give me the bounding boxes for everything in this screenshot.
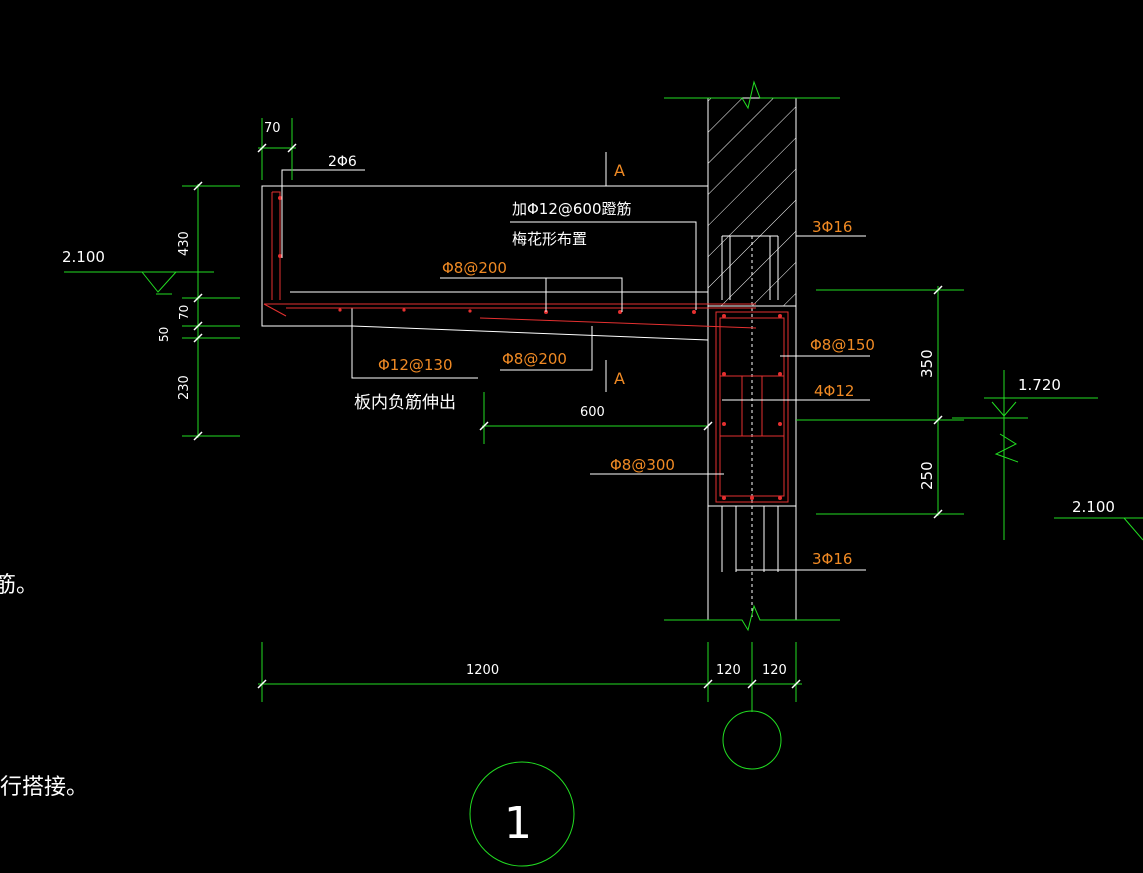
dim-350: 350 <box>918 349 936 378</box>
bar-3phi16-bottom: 3Φ16 <box>812 550 852 568</box>
detail-number: 1 <box>504 798 532 849</box>
leader-lines <box>281 152 870 571</box>
dim-50: 50 <box>157 327 171 342</box>
dim-230: 230 <box>177 375 192 400</box>
dim-120-right: 120 <box>762 663 787 678</box>
rebar-lines <box>263 191 789 503</box>
ring-beam-outline <box>664 236 840 632</box>
stirrup-note-line2: 梅花形布置 <box>512 230 587 248</box>
dimension-lines <box>64 118 1143 712</box>
bar-3phi16-top: 3Φ16 <box>812 218 852 236</box>
dim-120-left: 120 <box>716 663 741 678</box>
note-negative-bar: 板内负筋伸出 <box>354 393 456 413</box>
partial-note-2: 行搭接。 <box>0 775 88 800</box>
dimension-ticks <box>193 143 943 689</box>
section-a-bottom: A <box>614 369 625 388</box>
elev-2100-right: 2.100 <box>1072 498 1115 516</box>
partial-note-1: 筋。 <box>0 573 38 598</box>
axis-bubble <box>722 710 782 770</box>
elev-2100-left: 2.100 <box>62 248 105 266</box>
dim-430: 430 <box>177 231 192 256</box>
dim-70-top: 70 <box>264 121 281 136</box>
masonry-wall <box>664 80 840 307</box>
bar-4phi12: 4Φ12 <box>814 382 854 400</box>
bar-phi12-130: Φ12@130 <box>378 356 453 374</box>
elev-1720: 1.720 <box>1018 376 1061 394</box>
dim-250: 250 <box>918 461 936 490</box>
bar-phi8-150: Φ8@150 <box>810 336 875 354</box>
bar-phi8-200-top: Φ8@200 <box>442 259 507 277</box>
bar-phi8-300: Φ8@300 <box>610 456 675 474</box>
dim-600: 600 <box>580 405 605 420</box>
detail-circle <box>469 761 575 867</box>
dim-70-side: 70 <box>177 305 191 320</box>
section-a-top: A <box>614 161 625 180</box>
stirrup-note-line1: 加Φ12@600蹬筋 <box>512 200 632 218</box>
bar-phi8-200-bottom: Φ8@200 <box>502 350 567 368</box>
dim-1200: 1200 <box>466 663 499 678</box>
bar-2phi6: 2Φ6 <box>328 154 357 170</box>
